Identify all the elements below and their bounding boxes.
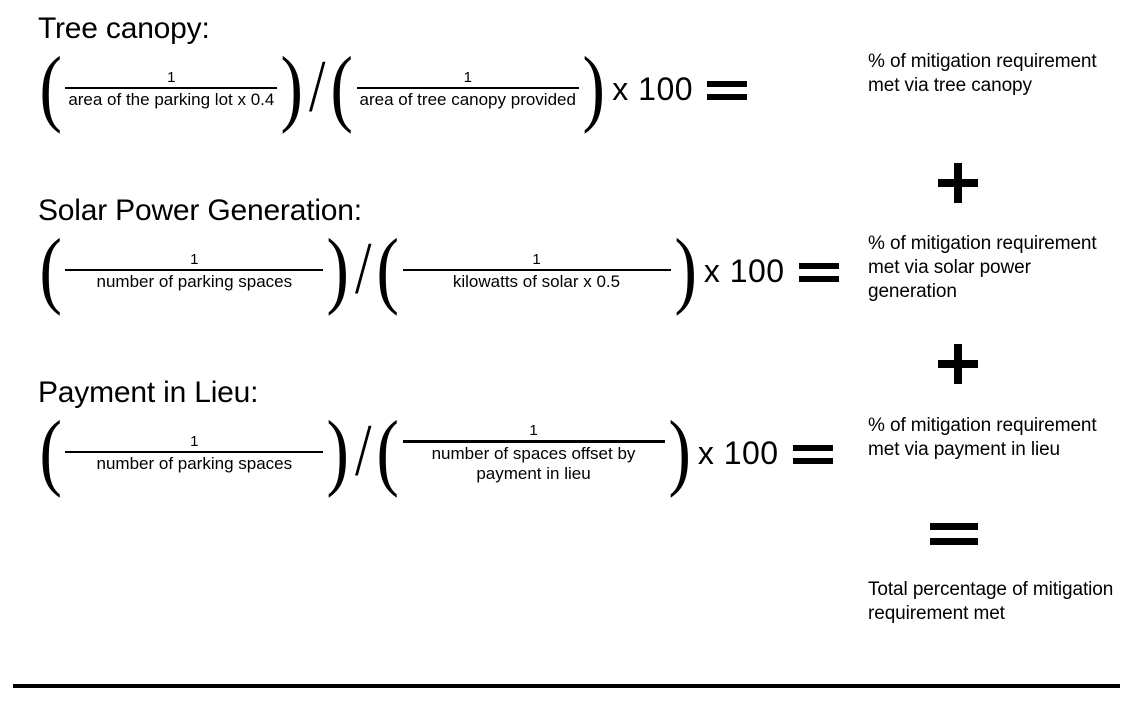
section-heading-payment-in-lieu: Payment in Lieu:: [38, 376, 259, 409]
plus-operator-icon-1: [938, 163, 978, 203]
formula-row-tree-canopy: ( 1 area of the parking lot x 0.4 ) / ( …: [38, 43, 748, 130]
fraction-bar: [402, 268, 671, 272]
fraction-solar-left: 1 number of parking spaces: [63, 250, 325, 292]
division-slash-icon: /: [308, 46, 326, 128]
fraction-denominator: area of the parking lot x 0.4: [68, 90, 275, 110]
fraction-denominator: number of parking spaces: [96, 454, 293, 474]
multiplier-label: x 100: [697, 435, 779, 471]
fraction-bar: [65, 450, 324, 454]
equals-icon: [792, 444, 833, 464]
fraction-numerator: 1: [463, 68, 472, 86]
close-paren-icon: ): [280, 38, 304, 135]
fraction-numerator: 1: [532, 250, 541, 268]
multiplier-label: x 100: [703, 253, 785, 289]
open-paren-icon: (: [39, 220, 62, 317]
close-paren-icon: ): [326, 220, 350, 317]
open-paren-icon: (: [39, 402, 62, 499]
open-paren-icon: (: [330, 38, 354, 135]
section-heading-solar-power: Solar Power Generation:: [38, 194, 362, 227]
plus-operator-icon-2: [938, 344, 978, 384]
formula-row-solar-power: ( 1 number of parking spaces ) / ( 1 kil…: [38, 225, 839, 312]
formula-row-payment-in-lieu: ( 1 number of parking spaces ) / ( 1 num…: [38, 407, 833, 494]
result-text-solar-power: % of mitigation requirement met via sola…: [868, 233, 1097, 302]
fraction-numerator: 1: [167, 68, 176, 86]
close-paren-icon: ): [667, 402, 691, 499]
open-paren-icon: (: [376, 402, 400, 499]
close-paren-icon: ): [326, 402, 350, 499]
fraction-numerator: 1: [190, 250, 199, 268]
final-equals-icon: [930, 523, 978, 545]
open-paren-icon: (: [39, 38, 62, 135]
equals-icon: [798, 262, 839, 282]
fraction-bar: [65, 86, 278, 90]
fraction-numerator: 1: [529, 422, 538, 440]
total-result-label: Total percentage of mitigation requireme…: [868, 579, 1114, 624]
fraction-tree-canopy-right: 1 area of tree canopy provided: [355, 68, 581, 110]
fraction-bar: [356, 86, 579, 90]
equals-icon: [707, 80, 748, 100]
division-slash-icon: /: [354, 228, 372, 310]
result-text-tree-canopy: % of mitigation requirement met via tree…: [868, 51, 1097, 96]
fraction-payment-right: 1 number of spaces offset by payment in …: [401, 422, 667, 484]
fraction-denominator: number of parking spaces: [96, 272, 293, 292]
section-heading-tree-canopy: Tree canopy:: [38, 12, 210, 45]
fraction-denominator: number of spaces offset by payment in li…: [431, 443, 636, 483]
result-text-payment-in-lieu: % of mitigation requirement met via paym…: [868, 415, 1097, 460]
fraction-numerator: 1: [190, 432, 199, 450]
fraction-bar: [65, 268, 324, 272]
close-paren-icon: ): [673, 220, 697, 317]
fraction-denominator: kilowatts of solar x 0.5: [452, 272, 621, 292]
bottom-divider-rule: [13, 684, 1120, 688]
fraction-bar: [402, 440, 665, 443]
fraction-payment-left: 1 number of parking spaces: [63, 432, 325, 474]
fraction-solar-right: 1 kilowatts of solar x 0.5: [401, 250, 673, 292]
multiplier-label: x 100: [612, 71, 694, 107]
fraction-denominator: area of tree canopy provided: [359, 90, 576, 110]
fraction-tree-canopy-left: 1 area of the parking lot x 0.4: [63, 68, 279, 110]
division-slash-icon: /: [354, 410, 372, 492]
close-paren-icon: ): [582, 38, 605, 135]
open-paren-icon: (: [376, 220, 400, 317]
